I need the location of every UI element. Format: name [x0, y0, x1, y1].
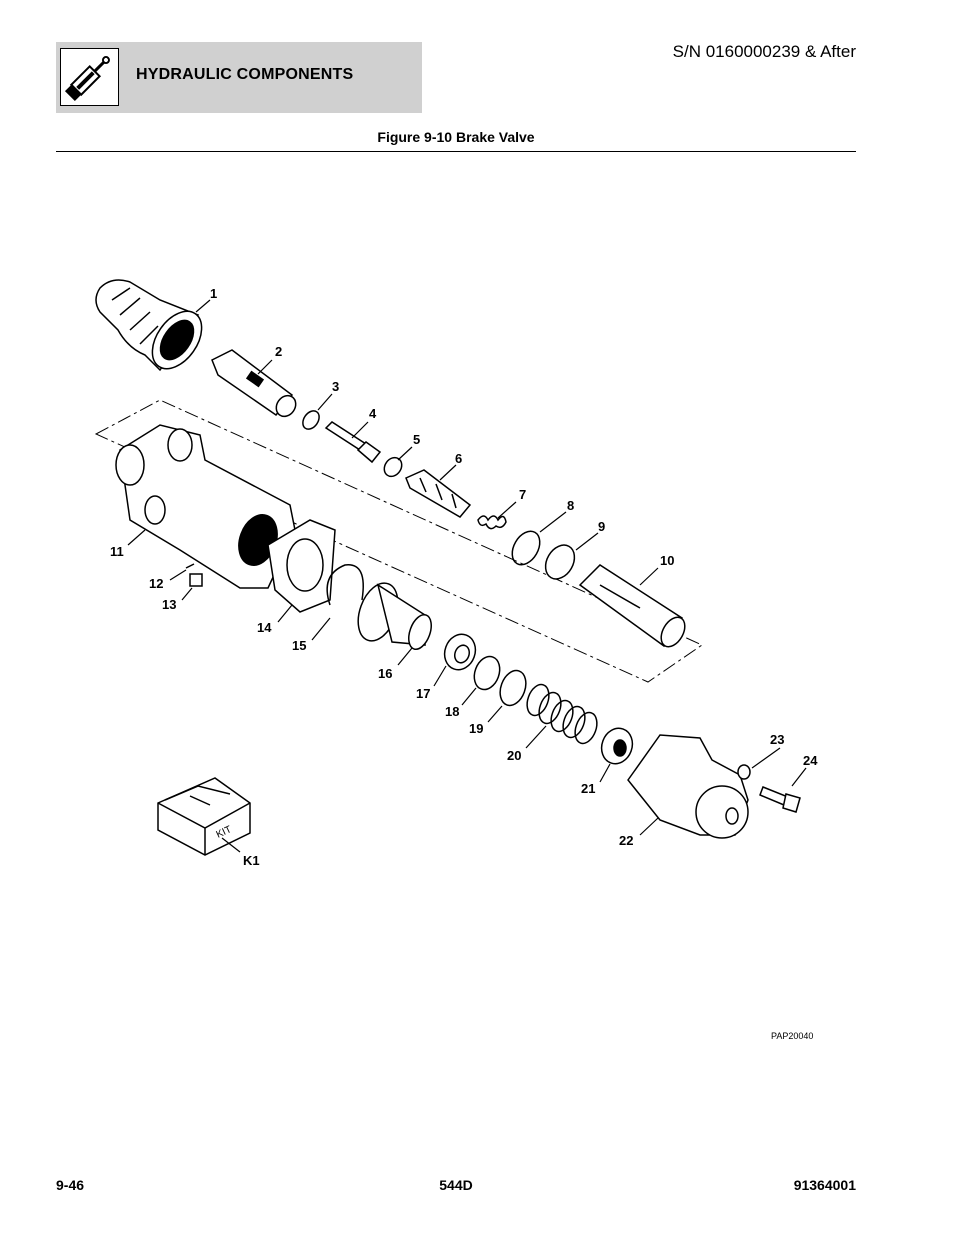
gasket-part	[267, 519, 336, 613]
callout-23: 23	[770, 732, 784, 747]
callout-8: 8	[567, 498, 574, 513]
lock-washer-part	[737, 764, 751, 780]
callout-1: 1	[210, 286, 217, 301]
bushing-part	[443, 633, 477, 671]
serial-number: S/N 0160000239 & After	[672, 42, 856, 61]
gasket-hole	[286, 538, 324, 592]
assembly-boundary	[94, 399, 704, 683]
hydraulic-cylinder-icon	[60, 48, 119, 106]
boot-part	[95, 279, 203, 372]
callout-16: 16	[378, 666, 392, 681]
small-spring-part	[477, 515, 507, 530]
plunger-part	[211, 349, 297, 418]
cover-part	[627, 734, 749, 839]
o-ring-large-part	[473, 655, 501, 691]
callout-k1: K1	[243, 853, 260, 868]
callout-21: 21	[581, 781, 595, 796]
callout-19: 19	[469, 721, 483, 736]
kit-box	[157, 777, 251, 856]
piston-part	[357, 582, 432, 651]
callout-24: 24	[803, 753, 818, 768]
callout-18: 18	[445, 704, 459, 719]
callout-5: 5	[413, 432, 420, 447]
callout-11: 11	[110, 544, 124, 559]
fitting-part	[185, 563, 203, 587]
seat-bore	[613, 739, 627, 757]
bushing-bore	[453, 644, 471, 664]
callout-6: 6	[455, 451, 462, 466]
callout-13: 13	[162, 597, 176, 612]
header-rule	[56, 151, 856, 152]
valve-body-part	[115, 424, 296, 589]
washer-part	[544, 544, 576, 580]
snap-ring-part	[511, 530, 541, 566]
spool-part	[405, 469, 472, 518]
callout-10: 10	[660, 553, 674, 568]
bolt-part	[759, 786, 801, 813]
section-title: HYDRAULIC COMPONENTS	[136, 66, 354, 83]
section-header: HYDRAULIC COMPONENTS	[56, 42, 422, 113]
o-ring-part	[302, 410, 320, 430]
callout-labels: 1 2 3 4 5 6 7 8 9 10 11 12 13 14 15 16 1…	[110, 286, 818, 868]
callout-22: 22	[619, 833, 633, 848]
sleeve-part	[578, 564, 686, 648]
page-number: 9-46	[56, 1177, 85, 1193]
callout-12: 12	[149, 576, 163, 591]
main-spring-part	[526, 683, 598, 745]
pin-part	[324, 421, 382, 464]
model-number: 544D	[439, 1177, 473, 1193]
callout-15: 15	[292, 638, 306, 653]
callout-14: 14	[257, 620, 272, 635]
callout-2: 2	[275, 344, 282, 359]
seal-part	[383, 456, 403, 478]
callout-17: 17	[416, 686, 430, 701]
figure-title: Figure 9-10 Brake Valve	[377, 129, 535, 145]
document-number: 91364001	[793, 1177, 856, 1193]
callout-9: 9	[598, 519, 605, 534]
leader-lines	[127, 299, 807, 853]
callout-4: 4	[369, 406, 377, 421]
backup-ring-part	[499, 669, 527, 707]
illustration-code: PAP20040	[771, 1031, 814, 1041]
retaining-ring-part	[326, 564, 364, 606]
callout-3: 3	[332, 379, 339, 394]
callout-7: 7	[519, 487, 526, 502]
callout-20: 20	[507, 748, 521, 763]
